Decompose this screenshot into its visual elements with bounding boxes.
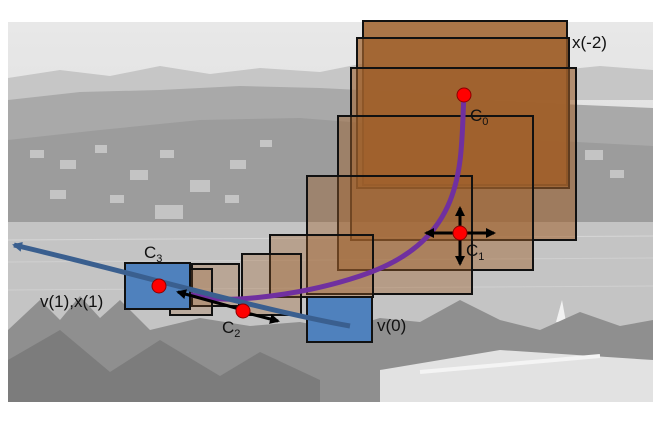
center-dot-c1 (452, 225, 468, 241)
center-dot-c3 (151, 278, 167, 294)
label-c0: C0 (470, 106, 488, 128)
label-c3: C3 (144, 243, 162, 265)
center-points (151, 87, 472, 319)
label-x-minus-2: x(-2) (572, 33, 607, 52)
label-c2: C2 (222, 318, 240, 340)
center-trajectory (157, 92, 467, 302)
label-v1-x1: v(1),x(1) (40, 292, 103, 311)
label-c1: C1 (466, 241, 484, 263)
state-box (337, 115, 534, 271)
velocity-arrow (12, 241, 351, 329)
label-v0: v(0) (377, 316, 406, 335)
center-dot-c2 (235, 303, 251, 319)
displacement-arrow (176, 289, 244, 312)
center-dot-c0 (456, 87, 472, 103)
